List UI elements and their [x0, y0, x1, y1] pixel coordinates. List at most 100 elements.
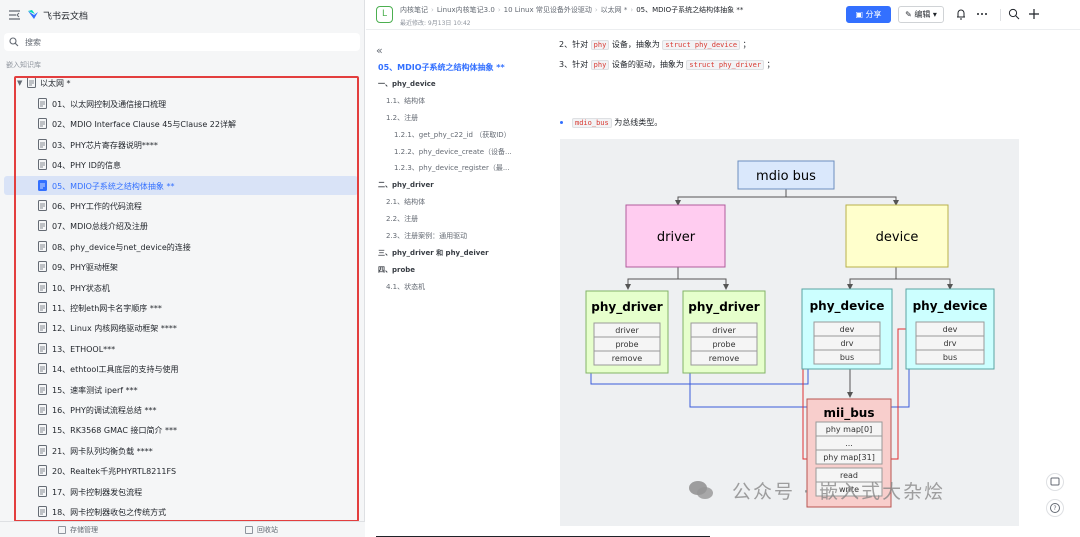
caret-down-icon[interactable]: ▼ [17, 79, 23, 87]
storage-button[interactable]: 存储管理 [70, 526, 98, 534]
tree-item[interactable]: 21、网卡队列均衡负载 **** [4, 441, 358, 460]
field-dev: dev [840, 325, 855, 334]
tree-item[interactable]: 15、RK3568 GMAC 接口简介 *** [4, 420, 358, 439]
toc-item[interactable]: 2.3、注册案例：通用驱动 [386, 232, 468, 240]
tree-item-label: 11、控制eth网卡名字顺序 *** [52, 304, 162, 313]
toc-item[interactable]: 4.1、状态机 [386, 282, 426, 291]
tree-item[interactable]: 06、PHY工作的代码流程 [4, 196, 358, 215]
toc-item[interactable]: 四、probe [378, 265, 416, 274]
field-phy-map-0: phy map[0] [826, 425, 873, 434]
document-icon [38, 485, 47, 497]
document-icon [38, 98, 47, 109]
phy-driver-node-1: phy_driver [591, 300, 663, 315]
toc-item[interactable]: 1.2.3、phy_device_register（最... [394, 164, 510, 173]
toc-item[interactable]: 1.1、结构体 [386, 96, 426, 105]
field-dev: dev [943, 325, 958, 334]
tree-item[interactable]: 20、Realtek千兆PHYRTL8211FS [4, 461, 358, 480]
diagram-image[interactable]: mdio bus driver device phy_driver driver… [560, 139, 1019, 526]
search-icon[interactable] [1008, 8, 1020, 20]
storage-icon [58, 526, 66, 534]
paragraph-2: 2、针对 phy 设备，抽象为 struct phy_device ； [559, 39, 751, 50]
trash-button[interactable]: 回收站 [257, 526, 278, 534]
tree-item[interactable]: 17、网卡控制器发包流程 [4, 482, 358, 501]
mdio-structure-diagram: mdio bus driver device phy_driver driver… [585, 160, 995, 508]
tree-item[interactable]: 13、ETHOOL*** [4, 339, 358, 358]
tree-item[interactable]: 09、PHY驱动框架 [4, 257, 358, 276]
field-probe: probe [615, 340, 638, 349]
toc-item[interactable]: 二、phy_driver [378, 181, 434, 190]
more-icon[interactable] [976, 8, 988, 20]
tree-item[interactable]: 05、MDIO子系统之结构体抽象 ** [4, 175, 358, 195]
document-icon [27, 77, 36, 88]
tree-item-label: 10、PHY状态机 [52, 283, 110, 293]
plus-icon[interactable] [1028, 8, 1040, 20]
share-label: 分享 [865, 10, 882, 19]
tree-item[interactable]: 15、速率测试 iperf *** [4, 380, 358, 399]
toc-item[interactable]: 三、phy_driver 和 phy_deiver [378, 248, 489, 257]
tree-item[interactable]: 08、phy_device与net_device的连接 [4, 237, 358, 256]
tree-item[interactable]: 03、PHY芯片寄存器说明**** [4, 135, 358, 154]
tree-item[interactable]: 01、以太网控制及通信接口梳理 [4, 94, 358, 113]
document-icon [38, 159, 47, 171]
tree-item-label: 06、PHY工作的代码流程 [52, 202, 142, 211]
toc-item[interactable]: 一、phy_device [378, 79, 436, 88]
document-icon [38, 506, 47, 517]
tree-item-label: 12、Linux 内核网络驱动框架 **** [52, 324, 177, 334]
tree-item-label: 18、网卡控制器收包之传统方式 [52, 508, 167, 517]
breadcrumb-item[interactable]: 05、MDIO子系统之结构体抽象 ** [636, 6, 744, 14]
tree-item[interactable]: 04、PHY ID的信息 [4, 155, 358, 174]
tree-item[interactable]: 11、控制eth网卡名字顺序 *** [4, 298, 358, 317]
bell-icon[interactable] [955, 8, 967, 20]
tree-item-label: 20、Realtek千兆PHYRTL8211FS [52, 467, 177, 477]
breadcrumb-separator: › [497, 6, 501, 14]
doc-header: L 内核笔记›Linux内核笔记3.0›10 Linux 常见设备外设驱动›以太… [366, 0, 1080, 30]
tree-item-label: 07、MDIO总线介绍及注册 [52, 222, 148, 232]
inline-code: mdio_bus [572, 118, 612, 128]
comment-float-button[interactable] [1046, 473, 1064, 491]
tree-item[interactable]: 14、ethtool工具底层的支持与使用 [4, 359, 358, 378]
search-icon [9, 37, 19, 47]
share-button[interactable]: ▣ 分享 [846, 6, 891, 23]
document-icon [38, 220, 47, 232]
lock-icon: ▣ [855, 10, 863, 19]
breadcrumb-separator: › [594, 6, 598, 14]
tree-item[interactable]: 07、MDIO总线介绍及注册 [4, 216, 358, 235]
tree-item[interactable]: 12、Linux 内核网络驱动框架 **** [4, 318, 358, 337]
toc-item[interactable]: 1.2.1、get_phy_c22_id （获取ID） [394, 130, 511, 139]
toc-item[interactable]: 2.2、注册 [386, 215, 419, 224]
text: 设备，抽象为 [611, 40, 660, 49]
breadcrumb-item[interactable]: Linux内核笔记3.0 [436, 6, 495, 14]
tree-item[interactable]: 02、MDIO Interface Clause 45与Clause 22详解 [4, 114, 358, 133]
tree-item[interactable]: 10、PHY状态机 [4, 278, 358, 297]
tree-item[interactable]: 18、网卡控制器收包之传统方式 [4, 502, 358, 521]
tree-item[interactable]: 16、PHY的调试流程总结 *** [4, 400, 358, 419]
document-icon [38, 118, 47, 130]
field-ellipsis: ... [845, 439, 853, 448]
toc-item[interactable]: 1.2.2、phy_device_create（设备... [394, 147, 512, 156]
document-icon [38, 465, 47, 477]
help-icon: ? [1050, 503, 1060, 513]
document-icon [38, 240, 47, 252]
breadcrumb-item[interactable]: 10 Linux 常见设备外设驱动 [503, 6, 592, 14]
document-icon [38, 302, 47, 313]
edit-button[interactable]: ✎ 编辑 ▾ [898, 6, 944, 23]
collapse-sidebar-icon[interactable] [9, 10, 20, 20]
sidebar-header: 飞书云文档 [0, 0, 365, 30]
toc-item[interactable]: 2.1、结构体 [386, 198, 426, 207]
mii-bus-node: mii_bus [823, 406, 874, 421]
toc-collapse-icon[interactable]: « [376, 44, 383, 57]
document-icon [38, 363, 47, 375]
field-bus: bus [840, 353, 854, 362]
breadcrumb-item[interactable]: 以太网 * [600, 6, 628, 14]
search-input[interactable]: 搜索 [4, 33, 360, 51]
toc-item[interactable]: 1.2、注册 [386, 113, 419, 122]
tree-item-label: 15、RK3568 GMAC 接口简介 *** [52, 426, 177, 436]
help-float-button[interactable]: ? [1046, 499, 1064, 517]
tree-root-ethernet[interactable]: ▼ 以太网 * [0, 74, 365, 92]
toc-item[interactable]: 05、MDIO子系统之结构体抽象 ** [378, 63, 505, 72]
text: 2、针对 [559, 40, 589, 49]
breadcrumb-item[interactable]: 内核笔记 [400, 6, 428, 14]
search-placeholder: 搜索 [25, 38, 41, 47]
tree-item-label: 17、网卡控制器发包流程 [52, 487, 143, 497]
breadcrumb-separator: › [630, 6, 634, 14]
